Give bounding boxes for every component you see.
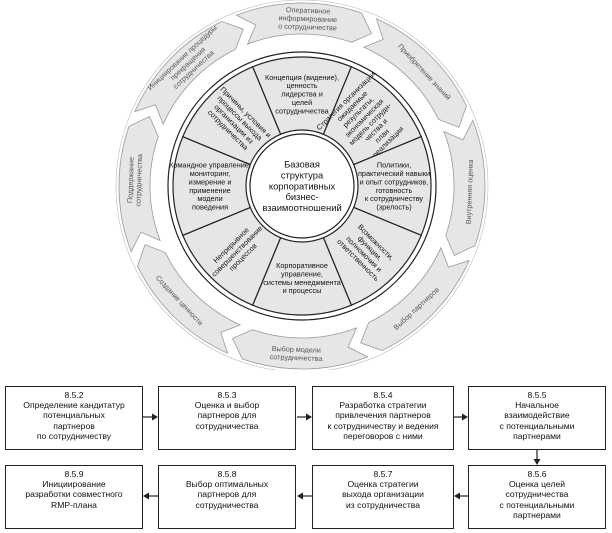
process-box-text: Оценка и выбор партнеров для сотрудничес… (194, 400, 260, 431)
outer-stage-arrow (231, 327, 369, 370)
outer-stage-label-line: сотрудничества (270, 352, 323, 363)
outer-stage-label-line: информирование (278, 13, 337, 24)
inner-sector-label-line: ценность (286, 81, 317, 90)
process-box-text: Оценка стратегии выхода организации из с… (342, 479, 424, 510)
inner-sector-label-line: целей (292, 98, 312, 107)
center-label-line: бизнес- (285, 191, 318, 202)
arrow-left-icon (143, 492, 158, 500)
center-hub: Базоваяструктуракорпоративныхбизнес-взаи… (249, 133, 355, 239)
inner-sector-label: Стратегия организации,ожидаемыерезультат… (314, 68, 405, 159)
process-box-number: 8.5.8 (217, 469, 237, 479)
inner-sector-label-line: Командное управление, (169, 161, 251, 170)
process-box-number: 8.5.9 (64, 469, 84, 479)
inner-sector-label-line: системы менеджмента (263, 278, 341, 287)
process-box-8-5-4: 8.5.4 Разработка стратегии привлечения п… (312, 386, 454, 450)
arrow-left-icon (297, 492, 312, 500)
process-box-text: Выбор оптимальных партнеров для сотрудни… (185, 479, 269, 510)
inner-sector (182, 66, 282, 166)
process-box-8-5-8: 8.5.8 Выбор оптимальных партнеров для со… (158, 465, 296, 529)
inner-sector-label-line: Корпоративное (276, 261, 328, 270)
arrow-right-icon (297, 413, 312, 421)
outer-stage-label-line: Выбор модели (272, 344, 321, 355)
center-circle (249, 133, 355, 239)
process-box-8-5-6: 8.5.6 Оценка целей сотрудничества с поте… (468, 465, 606, 529)
center-label-line: взаимоотношений (262, 202, 341, 213)
inner-sector-label-line: модели (197, 194, 222, 203)
arrow-left-icon (454, 492, 468, 500)
inner-sector-label-line: и опыт сотрудников, (360, 177, 429, 186)
outer-stage-arrow (443, 119, 486, 257)
inner-sector-label-line: и процессы (283, 286, 322, 295)
center-label-line: корпоративных (269, 180, 336, 191)
inner-sector-label-line: лидерства и (281, 90, 323, 99)
inner-sector-label-line: поведения (192, 203, 228, 212)
inner-sector-label-line: применение (189, 186, 230, 195)
outer-stage-arrow (134, 21, 244, 126)
inner-sector-label-line: Концепция (видение), (265, 73, 339, 82)
process-box-8-5-9: 8.5.9 Инициирование разработки совместно… (5, 465, 143, 529)
process-box-8-5-7: 8.5.7 Оценка стратегии выхода организаци… (312, 465, 454, 529)
arrow-right-icon (143, 413, 158, 421)
center-label-line: Базовая (284, 159, 320, 170)
arrow-right-icon (454, 413, 468, 421)
outer-stage-label-line: сотрудничества (133, 154, 144, 207)
process-box-number: 8.5.7 (373, 469, 393, 479)
inner-sector-label-line: к сотрудничеству (365, 194, 424, 203)
center-label: Базоваяструктуракорпоративныхбизнес-взаи… (262, 159, 341, 213)
inner-sector-label-line: практический навыки (358, 169, 430, 178)
outer-stage-label-line: Оперативное (286, 5, 331, 16)
outer-stage-label-line: Внутренняя оценка (464, 159, 475, 224)
process-box-number: 8.5.3 (217, 390, 237, 400)
outer-stage-arrow (360, 246, 470, 351)
process-box-text: Инициирование разработки совместного RMP… (25, 479, 123, 510)
process-box-text: Начальное взаимодействие с потенциальным… (499, 400, 575, 441)
inner-sector-label-line: (зрелость) (376, 203, 411, 212)
process-box-text: Оценка целей сотрудничества с потенциаль… (499, 479, 575, 520)
process-box-number: 8.5.2 (64, 390, 84, 400)
inner-sector-label: Командное управление,мониторинг,измерени… (169, 161, 251, 212)
inner-sector-label-line: измерение и (189, 177, 232, 186)
inner-sector-label-line: Политики, (377, 161, 411, 170)
process-box-8-5-5: 8.5.5 Начальное взаимодействие с потенци… (468, 386, 606, 450)
outer-stage-arrow (118, 115, 161, 253)
process-box-8-5-2: 8.5.2 Определение кандитатур потенциальн… (5, 386, 143, 450)
inner-sector-label-line: управление, (281, 269, 323, 278)
inner-sector-label-line: мониторинг, (190, 169, 230, 178)
process-box-number: 8.5.4 (373, 390, 393, 400)
outer-stage-arrow (137, 244, 242, 354)
process-box-number: 8.5.6 (527, 469, 547, 479)
process-box-text: Определение кандитатур потенциальных пар… (23, 400, 125, 441)
arrow-down-icon (533, 450, 541, 465)
outer-stage-label: Внутренняя оценка (464, 159, 475, 224)
inner-sector-label-line: сотрудничества (275, 106, 329, 115)
outer-stage-arrow (362, 18, 467, 128)
process-box-8-5-3: 8.5.3 Оценка и выбор партнеров для сотру… (158, 386, 296, 450)
process-box-text: Разработка стратегии привлечения партнер… (327, 400, 439, 441)
process-box-number: 8.5.5 (527, 390, 547, 400)
outer-stage-arrow (235, 2, 373, 45)
outer-stage-label-line: о сотрудничестве (278, 21, 337, 32)
inner-sector-label-line: готовность (376, 186, 413, 195)
center-label-line: структура (281, 169, 324, 180)
outer-stage-label-line: Поддержание (125, 157, 136, 203)
